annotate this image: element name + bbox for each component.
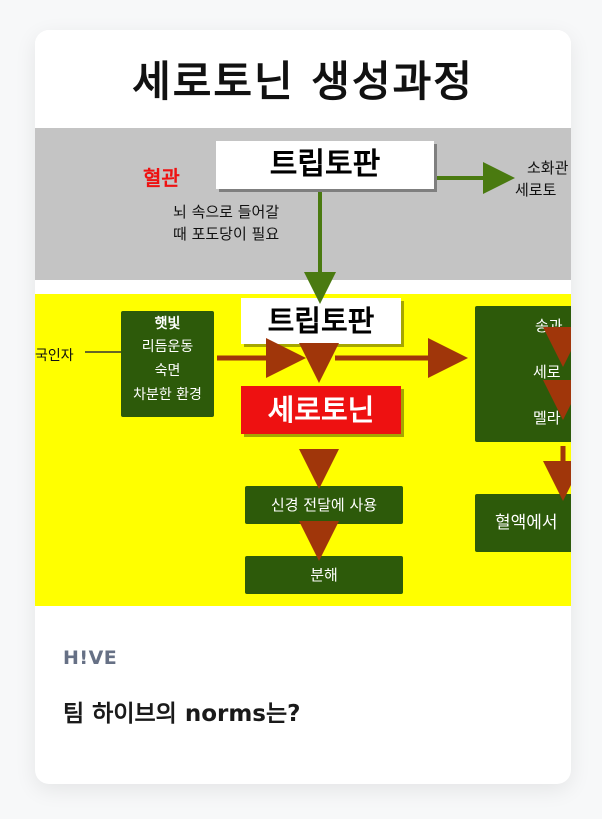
right-note-2: 세로토: [515, 181, 557, 199]
blood-box: 혈액에서: [475, 494, 571, 552]
post-thumbnail[interactable]: 세로토닌 생성과정 혈관 트립토판 뇌 속으로 들어갈 때 포도당이 필요 소화…: [35, 30, 571, 606]
serotonin-box: 세로토닌: [241, 386, 401, 434]
pineal-box-line2: 세로: [533, 363, 561, 381]
flow-arrows: [85, 162, 571, 561]
post-title[interactable]: 팀 하이브의 norms는?: [63, 701, 301, 727]
vessel-label: 혈관: [143, 166, 180, 190]
factor-box-line1: 리듬운동: [141, 339, 194, 355]
factor-label: 국인자: [35, 348, 74, 364]
tryptophan-top-box: 트립토판: [216, 141, 434, 189]
factor-box: 햇빛 리듬운동 숙면 차분한 환경: [121, 311, 214, 417]
sugar-note-1: 뇌 속으로 들어갈: [173, 203, 280, 221]
factor-box-line3: 차분한 환경: [133, 387, 202, 403]
neuro-transmit-box: 신경 전달에 사용: [245, 486, 403, 524]
factor-box-line2: 숙면: [154, 363, 181, 379]
post-category: H!VE: [63, 647, 118, 669]
tryptophan-mid-box: 트립토판: [241, 298, 401, 344]
thumbnail-heading: 세로토닌 생성과정: [132, 57, 474, 106]
right-note-1: 소화관: [527, 159, 569, 177]
decomposition-box: 분해: [245, 556, 403, 594]
sugar-note-2: 때 포도당이 필요: [173, 225, 280, 243]
post-card[interactable]: 세로토닌 생성과정 혈관 트립토판 뇌 속으로 들어갈 때 포도당이 필요 소화…: [35, 30, 571, 784]
factor-box-title: 햇빛: [154, 316, 181, 332]
